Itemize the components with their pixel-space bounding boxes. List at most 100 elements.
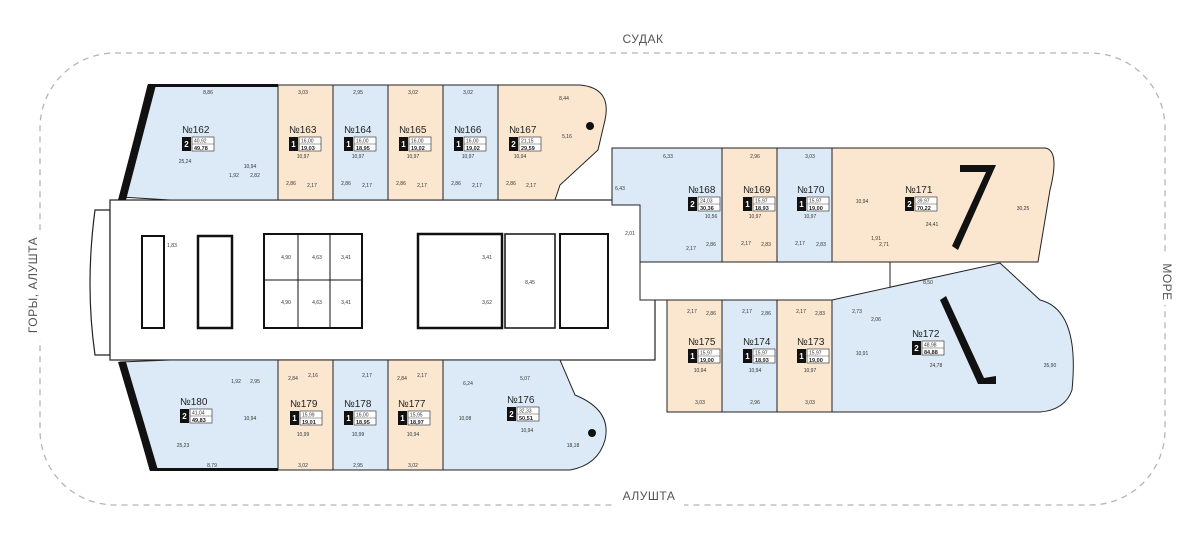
room-area-label: 10,97	[407, 154, 420, 160]
area-living: 15,97	[809, 199, 822, 205]
room-area-label: 3,02	[408, 90, 418, 96]
area-living: 15,97	[809, 351, 822, 357]
area-living: 21,15	[521, 139, 534, 145]
room-area-label: 3,03	[805, 400, 815, 406]
room-area-label: 4,63	[312, 300, 322, 306]
room-area-label: 8,45	[525, 280, 535, 286]
room-area-label: 2,84	[288, 376, 298, 382]
room-area-label: 3,41	[482, 255, 492, 261]
room-area-label: 2,17	[417, 183, 427, 189]
unit-number: №177	[398, 399, 426, 410]
room-area-label: 10,97	[462, 154, 475, 160]
unit-number: №176	[507, 395, 535, 406]
room-area-label: 2,86	[451, 181, 461, 187]
room-area-label: 10,94	[749, 368, 762, 374]
unit-number: №163	[289, 125, 317, 136]
unit-number: №165	[399, 125, 427, 136]
rooms-badge	[688, 197, 697, 211]
area-living: 16,00	[301, 139, 314, 145]
area-total: 19,03	[301, 146, 315, 152]
unit-number: №170	[797, 185, 825, 196]
unit-165[interactable]	[387, 84, 444, 201]
room-area-label: 2,83	[761, 242, 771, 248]
room-area-label: 10,56	[705, 214, 718, 220]
area-living: 15,97	[755, 199, 768, 205]
room-area-label: 6,24	[463, 381, 473, 387]
area-total: 29,59	[521, 146, 535, 152]
room-area-label: 3,02	[408, 463, 418, 469]
area-living: 15,95	[410, 413, 423, 419]
rooms-badge	[398, 411, 407, 425]
direction-right-label: МОРЕ	[1160, 263, 1174, 300]
area-total: 18,93	[755, 206, 769, 212]
rooms-count: 2	[511, 140, 516, 149]
rooms-count: 1	[745, 200, 750, 209]
room-area-label: 3,41	[341, 255, 351, 261]
room-area-label: 8,44	[559, 96, 569, 102]
area-total: 18,95	[356, 146, 370, 152]
direction-bottom-label: АЛУШТА	[623, 489, 676, 503]
area-living: 15,97	[755, 351, 768, 357]
unit-171[interactable]	[831, 147, 1055, 263]
area-living: 15,99	[302, 413, 315, 419]
rooms-count: 1	[346, 140, 351, 149]
room-area-label: 2,86	[286, 181, 296, 187]
unit-number: №167	[509, 125, 537, 136]
building-core	[89, 199, 891, 361]
room-area-label: 10,94	[244, 164, 257, 170]
room-area-label: 2,17	[472, 183, 482, 189]
area-total: 19,00	[809, 358, 823, 364]
room-area-label: 2,95	[250, 379, 260, 385]
room-area-label: 2,17	[687, 309, 697, 315]
rooms-count: 1	[346, 414, 351, 423]
room-area-label: 2,86	[761, 311, 771, 317]
room-area-label: 3,03	[298, 90, 308, 96]
room-area-label: 8,86	[203, 90, 213, 96]
rooms-count: 1	[401, 140, 406, 149]
room-area-label: 1,92	[231, 379, 241, 385]
rooms-count: 2	[907, 200, 912, 209]
room-area-label: 2,17	[686, 246, 696, 252]
rooms-count: 1	[690, 352, 695, 361]
room-area-label: 24,41	[926, 222, 939, 228]
room-area-label: 2,84	[397, 376, 407, 382]
area-living: 41,04	[192, 411, 205, 417]
room-area-label: 10,97	[749, 214, 762, 220]
area-total: 84,88	[924, 350, 938, 356]
room-area-label: 2,86	[706, 311, 716, 317]
unit-number: №162	[182, 125, 210, 136]
rooms-count: 1	[799, 200, 804, 209]
unit-number: №164	[344, 125, 372, 136]
room-area-label: 2,83	[816, 242, 826, 248]
room-area-label: 8,50	[923, 280, 933, 286]
rooms-badge	[180, 409, 189, 423]
room-area-label: 4,90	[281, 300, 291, 306]
area-living: 16,00	[356, 139, 369, 145]
area-living: 16,00	[356, 413, 369, 419]
unit-167[interactable]	[497, 84, 607, 201]
room-area-label: 10,97	[804, 214, 817, 220]
room-area-label: 10,94	[244, 416, 257, 422]
area-living: 39,97	[917, 199, 930, 205]
area-total: 30,36	[700, 206, 714, 212]
rooms-count: 1	[291, 140, 296, 149]
room-area-label: 2,17	[742, 309, 752, 315]
room-area-label: 2,17	[307, 183, 317, 189]
room-area-label: 2,86	[506, 181, 516, 187]
rooms-badge	[344, 411, 353, 425]
unit-172[interactable]	[831, 262, 1074, 413]
area-total: 50,51	[519, 416, 533, 422]
walls	[118, 84, 996, 471]
rooms-badge	[290, 411, 299, 425]
rooms-badge	[905, 197, 914, 211]
room-area-label: 3,41	[341, 300, 351, 306]
